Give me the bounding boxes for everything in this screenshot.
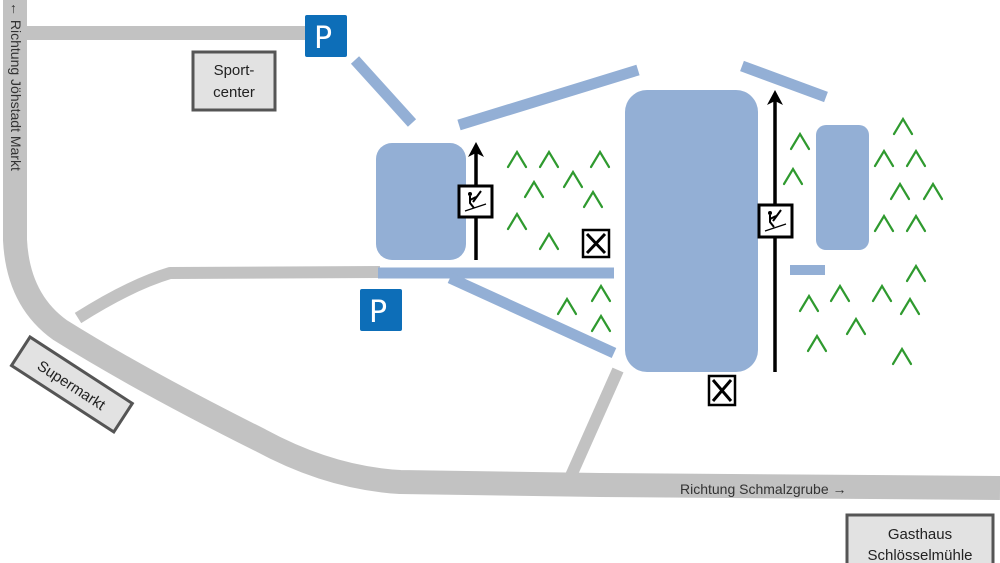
- restaurant-icon: [581, 228, 611, 259]
- parking-top: P: [305, 15, 347, 57]
- road-label-left: ← Richtung Jöhstadt Markt: [8, 2, 24, 171]
- tree-icon: [562, 169, 584, 189]
- connector-road: [564, 367, 624, 481]
- slope-main: [625, 90, 758, 372]
- ski-lift-icon: [457, 184, 494, 219]
- tree-icon: [806, 333, 828, 353]
- slope-path: [457, 64, 640, 131]
- ski-lift-icon: [757, 203, 794, 239]
- parking-icon: [360, 289, 402, 331]
- slope-path: [350, 56, 417, 127]
- tree-icon: [829, 283, 851, 303]
- tree-icon: [523, 179, 545, 199]
- slope-path: [447, 272, 617, 359]
- tree-icon: [556, 296, 578, 316]
- tree-icon: [506, 211, 528, 231]
- slope-path: [740, 60, 828, 103]
- parking-symbol: P: [314, 21, 332, 56]
- slopes: [350, 56, 869, 372]
- slope-small-left: [376, 143, 466, 260]
- parking-lower: P: [360, 289, 402, 331]
- tree-icon: [899, 296, 921, 316]
- tree-icon: [892, 116, 914, 136]
- tree-icon: [905, 263, 927, 283]
- roads: [3, 0, 1000, 500]
- tree-icon: [845, 316, 867, 336]
- tree-icon: [789, 131, 811, 151]
- tree-icon: [871, 283, 893, 303]
- sportcenter-label: Sport- center: [191, 50, 277, 112]
- tree-icon: [891, 346, 913, 366]
- tree-icon: [922, 181, 944, 201]
- gasthaus-label: Gasthaus Schlösselmühle: [845, 513, 995, 563]
- parking-icon: [305, 15, 347, 57]
- road-label-bottom: Richtung Schmalzgrube →: [680, 481, 847, 497]
- tree-icon: [590, 313, 612, 333]
- tree-icon: [538, 149, 560, 169]
- tree-icon: [506, 149, 528, 169]
- slope-small-right: [816, 125, 869, 250]
- restaurant-icon: [707, 374, 737, 407]
- ski-lift-left: [457, 142, 494, 260]
- tree-icon: [905, 213, 927, 233]
- tree-icon: [538, 231, 560, 251]
- tree-icon: [873, 148, 895, 168]
- tree-icon: [873, 213, 895, 233]
- gasthaus-text-2: Schlösselmühle: [867, 547, 972, 563]
- main-road: [3, 0, 1000, 500]
- tree-icon: [590, 283, 612, 303]
- sportcenter-text-1: Sport-: [214, 62, 255, 79]
- tree-icon: [905, 148, 927, 168]
- tree-icon: [889, 181, 911, 201]
- road-to-lower-parking: [74, 266, 381, 324]
- sportcenter-text-2: center: [213, 84, 255, 101]
- tree-icon: [589, 149, 611, 169]
- tree-icon: [582, 189, 604, 209]
- trees: [506, 116, 944, 366]
- ski-lift-right: [757, 90, 794, 372]
- parking-symbol: P: [369, 295, 387, 330]
- gasthaus-text-1: Gasthaus: [888, 526, 952, 543]
- tree-icon: [798, 293, 820, 313]
- tree-icon: [782, 166, 804, 186]
